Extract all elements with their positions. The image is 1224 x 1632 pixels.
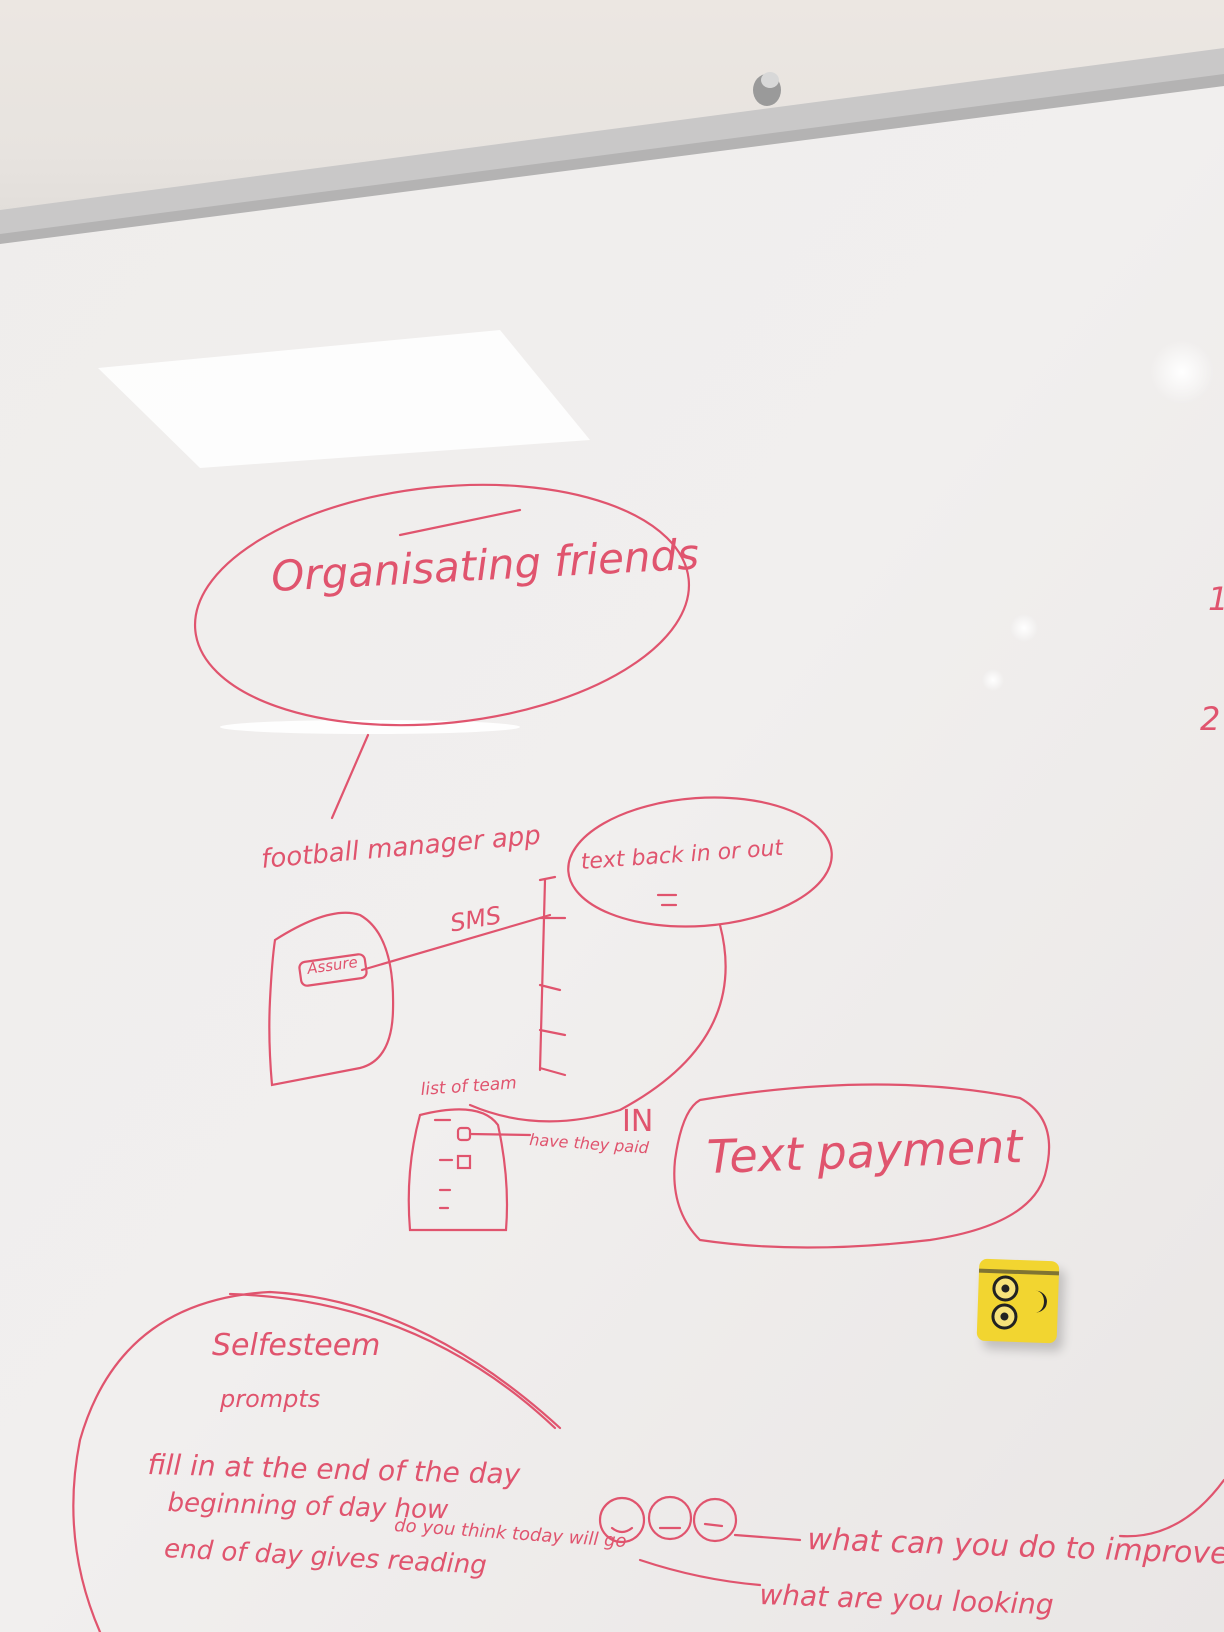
magnet-eye-bottom (991, 1303, 1018, 1330)
reply-curve (468, 923, 727, 1123)
improve-arrow (733, 1533, 802, 1542)
in-label: IN (622, 1104, 654, 1139)
list-box-outline (407, 1108, 509, 1232)
sms-line (360, 913, 552, 972)
phone-button-outline (298, 953, 368, 987)
list-dashes (433, 1118, 454, 1210)
magnet-mouth (1023, 1290, 1048, 1314)
minion-magnet (976, 1258, 1060, 1344)
board-rail (0, 48, 1224, 238)
right-margin-1: 1 (1208, 580, 1224, 618)
neutral-face (647, 1495, 693, 1541)
light-reflection (98, 330, 590, 468)
board-rail-edge (0, 74, 1224, 244)
look-arrow (638, 1558, 762, 1587)
face-mouths (610, 1522, 724, 1534)
glare-spot-2 (1010, 614, 1038, 642)
happy-face (692, 1497, 738, 1543)
glare-spot-3 (982, 669, 1004, 691)
top-bubble-outline (193, 483, 691, 727)
glare-spot-1 (1150, 340, 1214, 404)
rail-screw-head (761, 72, 779, 88)
reply-lines (656, 893, 678, 907)
self-esteem-inner (228, 1292, 557, 1430)
connector-top (330, 733, 370, 820)
top-bubble-stroke (398, 508, 522, 537)
reply-bubble-outline (567, 796, 833, 928)
list-check-2 (456, 1154, 472, 1170)
reply-tree (538, 875, 567, 1077)
glare-line (220, 720, 520, 734)
bottom-right-curve (1118, 1478, 1224, 1538)
phone-outline (268, 911, 395, 1087)
board-surface (0, 86, 1224, 1632)
right-margin-2: 2 (1200, 700, 1221, 738)
prompts-label: prompts (220, 1385, 321, 1413)
magnet-eye-top (991, 1275, 1019, 1302)
payment-bubble-text: Text payment (706, 1118, 1024, 1184)
payment-bubble-outline (673, 1083, 1051, 1249)
sad-face (598, 1496, 646, 1544)
paid-pointer (468, 1132, 532, 1137)
magnet-strap (978, 1268, 1060, 1276)
self-esteem-title: Selfesteem (212, 1328, 381, 1363)
self-esteem-curve (72, 1290, 562, 1632)
